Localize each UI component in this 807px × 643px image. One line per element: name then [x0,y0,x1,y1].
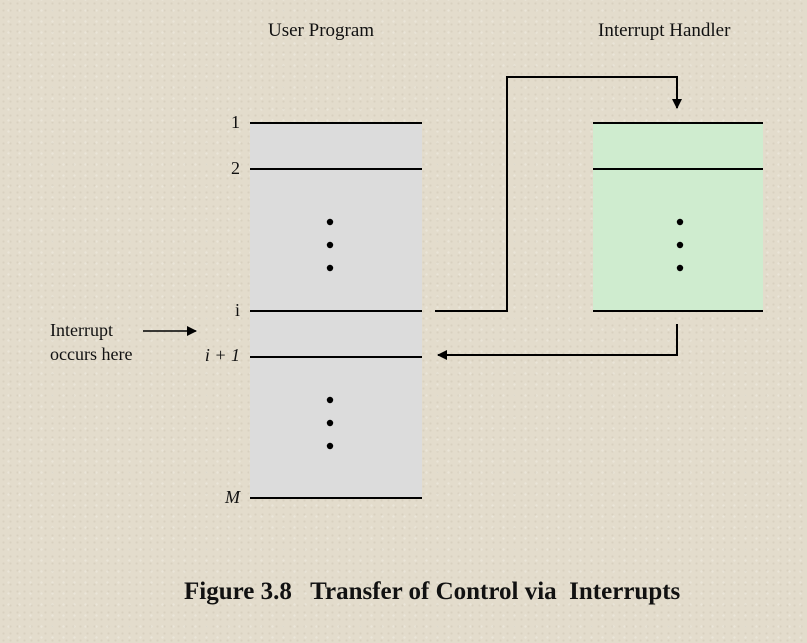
interrupt-handler-title: Interrupt Handler [598,20,731,41]
handler-ellipsis [676,218,684,272]
interrupt-note: Interrupt occurs here [50,318,132,366]
figure-caption: Figure 3.8 Transfer of Control via Inter… [184,578,681,605]
interrupt-note-line2: occurs here [50,344,133,364]
line-label-i-plus-1: i + 1 [204,345,240,365]
user-ellipsis-lower [326,396,334,450]
user-ellipsis-upper [326,218,334,272]
line-label-i: i [234,300,240,320]
line-label-2: 2 [231,158,240,178]
line-label-m: M [225,487,240,507]
line-label-1: 1 [231,112,240,132]
user-program-title: User Program [268,20,375,41]
interrupt-handler-block [593,123,763,311]
transfer-to-handler-arrow [435,76,682,312]
return-to-program-arrow [437,324,678,360]
interrupt-note-line1: Interrupt [50,320,113,340]
